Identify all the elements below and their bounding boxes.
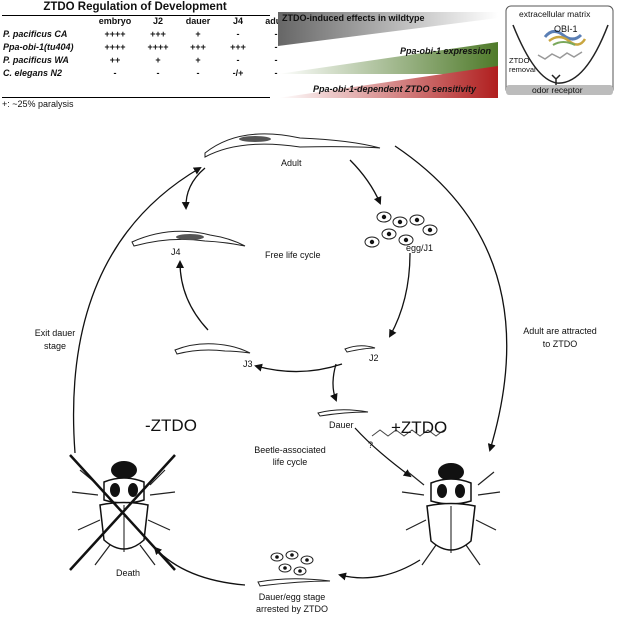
sensitivity-label: Ppa-obi-1-dependent ZTDO sensitivity [313, 84, 477, 94]
table-footnote: +: ~25% paralysis [2, 99, 74, 109]
obi-1-protein-icon [543, 30, 587, 46]
arrow-adult-attracted [394, 145, 508, 452]
odor-receptor-schematic [505, 5, 614, 95]
column-header: dauer [185, 16, 211, 26]
free-life-cycle-label: Free life cycle [265, 250, 321, 260]
arrow-dauer-to-beetle [354, 427, 412, 478]
strain-name: C. elegans N2 [3, 68, 63, 78]
table-cell: - [236, 29, 240, 39]
arrow-egg-to-j2 [389, 252, 411, 338]
arrow-exit-dauer [72, 166, 202, 454]
beetle-icon [401, 463, 501, 566]
ztdo-removal-label: ZTDO removal [509, 56, 536, 74]
table-cell: - [274, 55, 278, 65]
table-row: P. pacificus CA ++++ +++ + - - [2, 28, 294, 41]
egg-label: egg/J1 [406, 243, 434, 253]
table-cell: +++ [150, 29, 166, 39]
wildtype-effect-label: ZTDO-induced effects in wildtype [282, 13, 425, 23]
ztdo-molecule-icon [371, 429, 445, 437]
expression-wedge [278, 42, 498, 74]
minus-ztdo-label: -ZTDO [145, 416, 197, 435]
arrow-j2-to-dauer [330, 363, 338, 402]
death-cross-icon [69, 454, 176, 571]
j2-worm-icon [344, 345, 376, 353]
arrest-label: Dauer/egg stage arrested by ZTDO [255, 592, 329, 614]
strain-name: P. pacificus CA [3, 29, 68, 39]
table-cell: - [113, 68, 117, 78]
egg-cluster-icon [364, 211, 438, 248]
table-cell: ++ [109, 55, 121, 65]
question-mark: ? [368, 440, 374, 450]
expression-label: Ppa-obi-1 expression [400, 46, 492, 56]
table-header-row: embryo J2 dauer J4 adult [2, 15, 294, 28]
adult-label: Adult [281, 158, 302, 168]
table-row: Ppa-obi-1(tu404) ++++ ++++ +++ +++ - [2, 41, 294, 54]
column-header: J2 [152, 16, 163, 26]
table-cell: -/+ [232, 68, 244, 78]
table-row: C. elegans N2 - - - -/+ - [2, 67, 294, 80]
table-cell: + [195, 29, 201, 39]
table-cell: +++ [190, 42, 206, 52]
table-bottom-rule [2, 97, 270, 98]
plus-ztdo-label: +ZTDO [391, 418, 448, 437]
dauer-label: Dauer [329, 420, 354, 430]
arrow-j2-to-j3 [254, 363, 343, 373]
attracted-label: Adult are attracted to ZTDO [523, 326, 597, 349]
column-header: J4 [232, 16, 243, 26]
table-cell: ++++ [104, 42, 126, 52]
table-cell: - [274, 42, 278, 52]
arrow-j4-to-adult [181, 167, 206, 210]
arrow-arrest-to-death [153, 546, 246, 586]
j3-label: J3 [243, 359, 253, 369]
table-top-rule [2, 15, 270, 16]
death-label: Death [116, 568, 141, 578]
beetle-life-cycle-label: Beetle-associated life cycle [254, 445, 326, 467]
matrix-label: extracellular matrix [519, 9, 591, 19]
table-cell: +++ [230, 42, 246, 52]
arrow-beetle-to-arrest [338, 559, 421, 581]
strain-name: P. pacificus WA [3, 55, 69, 65]
table-cell: - [156, 68, 160, 78]
exit-dauer-label: Exit dauer stage [34, 328, 76, 351]
table-row: P. pacificus WA ++ + + - - [2, 54, 294, 67]
regulation-table: embryo J2 dauer J4 adult P. pacificus CA… [2, 15, 294, 80]
table-cell: - [274, 29, 278, 39]
arrow-adult-to-egg [349, 159, 382, 205]
table-cell: ++++ [147, 42, 169, 52]
wildtype-effect-wedge [278, 12, 498, 46]
j2-label: J2 [369, 353, 379, 363]
table-cell: + [195, 55, 201, 65]
arrested-worm-icon [257, 578, 331, 587]
table-cell: + [155, 55, 161, 65]
obi-1-label: OBI-1 [554, 24, 578, 34]
sensitivity-wedge [278, 66, 498, 98]
table-cell: - [236, 55, 240, 65]
table-title: ZTDO Regulation of Development [43, 1, 227, 13]
table-cell: ++++ [104, 29, 126, 39]
adult-worm-icon [204, 133, 381, 158]
adult-internals [176, 136, 271, 240]
gradient-bars [278, 12, 498, 98]
arrow-j3-to-j4 [176, 260, 209, 331]
j3-worm-icon [174, 343, 251, 355]
table-cell: - [196, 68, 200, 78]
dead-beetle-icon [71, 461, 176, 566]
odor-receptor-label: odor receptor [532, 85, 583, 95]
j4-label: J4 [171, 247, 181, 257]
column-header: embryo [98, 16, 132, 26]
column-header: adult [265, 16, 287, 26]
strain-name: Ppa-obi-1(tu404) [3, 42, 74, 52]
table-cell: - [274, 68, 278, 78]
dauer-worm-icon [317, 409, 369, 417]
